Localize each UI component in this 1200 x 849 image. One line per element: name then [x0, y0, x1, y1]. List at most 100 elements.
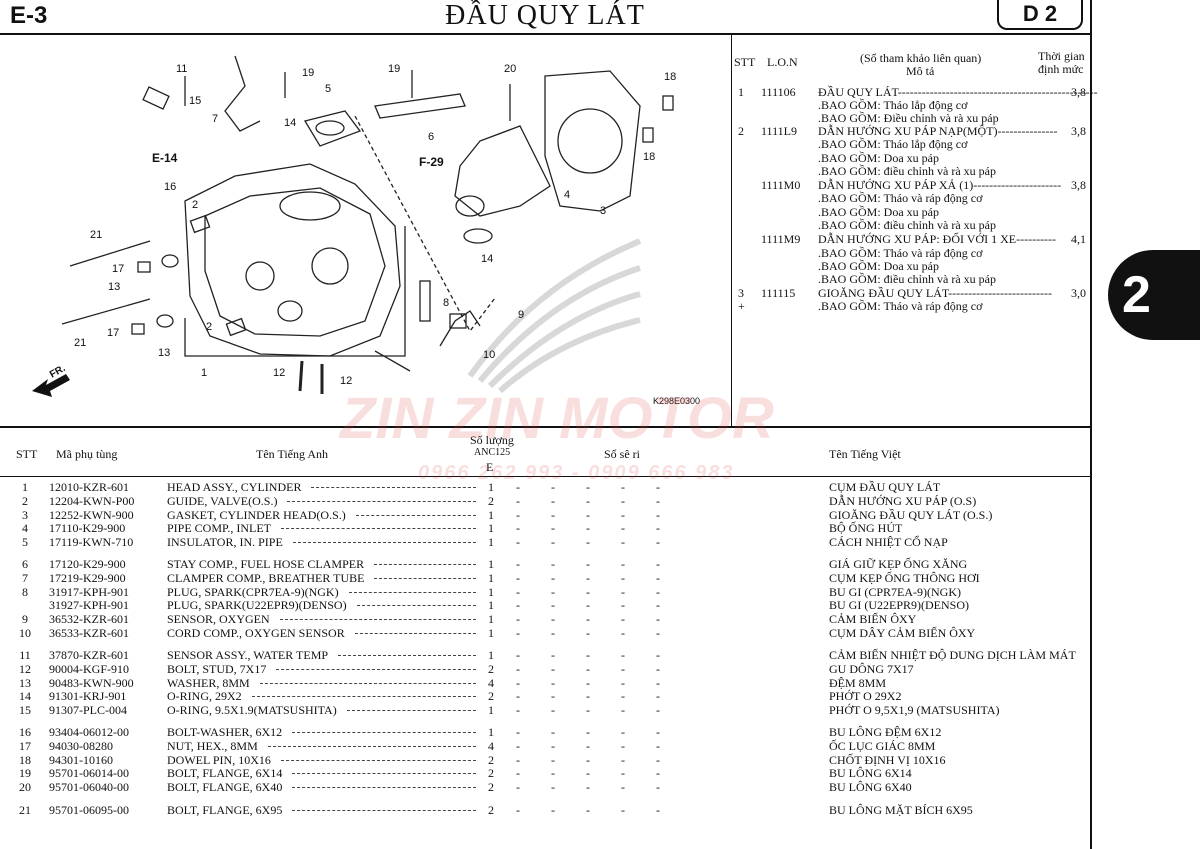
callout-18: 18	[664, 71, 676, 83]
parts-en: O-RING, 29X2	[167, 689, 242, 703]
panel-divider	[731, 35, 732, 427]
parts-qty: 1	[488, 480, 494, 494]
parts-stt: 15	[19, 703, 31, 717]
parts-vi: BU GI (U22EPR9)(DENSO)	[829, 598, 969, 612]
leader-dashes	[349, 592, 476, 593]
parts-qty: 2	[488, 689, 494, 703]
parts-stt: 1	[22, 480, 28, 494]
parts-part-no: 94030-08280	[49, 739, 113, 753]
lon-desc: .BAO GỒM: Tháo và ráp động cơ	[818, 299, 983, 313]
lon-code: 111115	[761, 286, 796, 300]
parts-part-no: 91307-PLC-004	[49, 703, 127, 717]
lon-stt: +	[738, 299, 745, 313]
parts-en: PLUG, SPARK(CPR7EA-9)(NGK)	[167, 585, 339, 599]
breather-clamper	[224, 55, 261, 132]
callout-19b: 19	[388, 63, 400, 75]
parts-rest: - - - - -	[516, 766, 674, 780]
parts-rest: - - - - -	[516, 753, 674, 767]
col-header-variant: E	[486, 460, 494, 474]
parts-part-no: 17119-KWN-710	[49, 535, 134, 549]
callout-18b: 18	[643, 151, 655, 163]
parts-vi: BU LÔNG MẶT BÍCH 6X95	[829, 803, 973, 817]
parts-rest: - - - - -	[516, 535, 674, 549]
callout-10: 10	[483, 349, 495, 361]
parts-qty: 2	[488, 766, 494, 780]
col-header-stt: STT	[16, 447, 38, 461]
parts-stt: 5	[22, 535, 28, 549]
parts-vi: CHỐT ĐỊNH VỊ 10X16	[829, 753, 946, 767]
parts-en: WASHER, 8MM	[167, 676, 250, 690]
lon-desc: .BAO GỒM: điều chỉnh và rà xu páp	[818, 164, 996, 178]
parts-part-no: 95701-06095-00	[49, 803, 129, 817]
parts-rest: - - - - -	[516, 803, 674, 817]
lon-stt: 2	[738, 124, 744, 138]
parts-rest: - - - - -	[516, 598, 674, 612]
parts-qty: 1	[488, 585, 494, 599]
leader-dashes	[374, 564, 476, 565]
leader-dashes	[292, 810, 476, 811]
lon-time: 3,8	[1071, 124, 1086, 138]
parts-stt: 8	[22, 585, 28, 599]
lon-stt: 3	[738, 286, 744, 300]
parts-rest: - - - - -	[516, 508, 674, 522]
callout-e14: E-14	[152, 151, 178, 165]
parts-rest: - - - - -	[516, 521, 674, 535]
parts-vi: BU LÔNG ĐỆM 6X12	[829, 725, 942, 739]
page-margin-rule	[1090, 0, 1092, 849]
lon-header-stt: STT	[734, 55, 756, 69]
honda-wing-watermark	[467, 238, 642, 394]
callout-17: 17	[112, 263, 124, 275]
table-divider	[0, 426, 1090, 428]
exploded-parts-diagram: 11 15 7 19 5 19 20 18 14 6 18 E-14 F-29 …	[32, 55, 700, 406]
parts-rest: - - - - -	[516, 612, 674, 626]
callout-20: 20	[504, 63, 516, 75]
parts-rest: - - - - -	[516, 571, 674, 585]
parts-en: O-RING, 9.5X1.9(MATSUSHITA)	[167, 703, 337, 717]
lon-header-desc: Mô tả	[906, 64, 935, 78]
parts-row: 5 17119-KWN-710 INSULATOR, IN. PIPE 1 - - - …	[0, 535, 1090, 550]
header-divider	[0, 33, 1090, 35]
parts-vi: CỤM ĐẦU QUY LÁT	[829, 480, 941, 494]
col-header-qty: Số lượng	[470, 433, 514, 447]
parts-qty: 1	[488, 571, 494, 585]
parts-qty: 4	[488, 739, 494, 753]
front-arrow-icon: FR.	[32, 363, 70, 397]
callout-13: 13	[108, 281, 120, 293]
bolt-6x95-upper	[69, 240, 151, 267]
parts-qty: 2	[488, 753, 494, 767]
water-temp-sensor	[142, 86, 170, 110]
leader-dashes	[357, 605, 476, 606]
parts-part-no: 17120-K29-900	[49, 557, 126, 571]
leader-dashes	[292, 787, 476, 788]
page-title: ĐẦU QUY LÁT	[445, 0, 645, 31]
col-header-english: Tên Tiếng Anh	[256, 447, 329, 461]
parts-qty: 1	[488, 535, 494, 549]
parts-stt: 21	[19, 803, 31, 817]
parts-qty: 1	[488, 703, 494, 717]
chapter-tab-badge: 2	[1108, 250, 1200, 340]
parts-qty: 1	[488, 598, 494, 612]
col-header-serial: Số sê ri	[604, 447, 640, 461]
parts-vi: BU LÔNG 6X14	[829, 766, 912, 780]
spark-plug	[419, 280, 431, 322]
parts-stt: 4	[22, 521, 28, 535]
lon-time: 3,8	[1071, 85, 1086, 99]
parts-en: INSULATOR, IN. PIPE	[167, 535, 283, 549]
parts-stt: 12	[19, 662, 31, 676]
leader-dashes	[280, 619, 476, 620]
lon-desc: .BAO GỒM: Điều chỉnh và rà xu páp	[818, 111, 999, 125]
parts-vi: CẢM BIẾN ÔXY	[829, 612, 917, 626]
parts-part-no: 17219-K29-900	[49, 571, 126, 585]
lon-header-time: Thời gian	[1038, 49, 1085, 63]
col-header-model: ANC125	[474, 447, 511, 458]
cylinder-head-body	[184, 163, 401, 357]
callout-6: 6	[428, 131, 434, 143]
parts-en: GUIDE, VALVE(O.S.)	[167, 494, 278, 508]
